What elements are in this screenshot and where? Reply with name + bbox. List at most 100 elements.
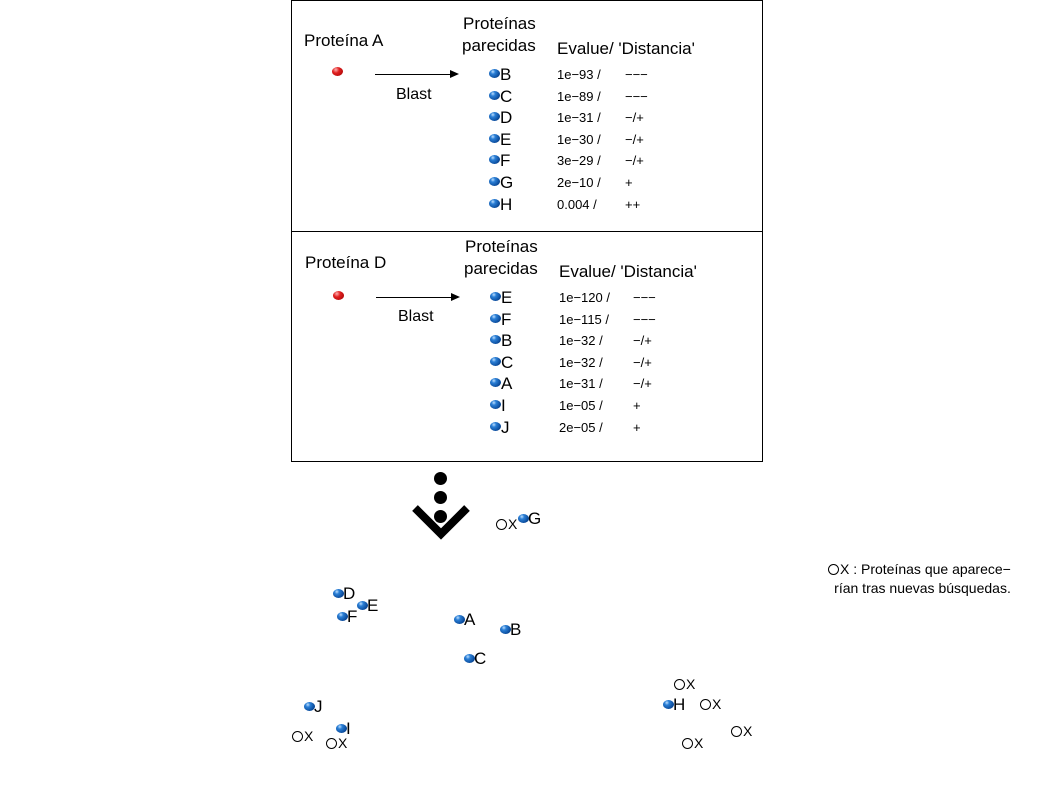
circle-icon	[674, 679, 685, 690]
evalue: 1e−05 /	[559, 398, 603, 413]
similar-protein-ball-icon	[489, 177, 500, 186]
map-protein-ball-icon	[454, 615, 465, 624]
legend: X : Proteínas que aparece− rían tras nue…	[828, 560, 1011, 598]
map-protein-ball-icon	[336, 724, 347, 733]
unknown-protein-marker: X	[731, 724, 752, 738]
unknown-protein-marker: X	[682, 736, 703, 750]
similar-protein-name: E	[500, 129, 512, 149]
unknown-protein-label: X	[508, 516, 518, 532]
similar-protein-name: F	[501, 309, 512, 329]
evalue: 1e−31 /	[557, 110, 601, 126]
similar-protein-name: H	[500, 194, 513, 214]
similar-header: Proteínas	[465, 237, 538, 256]
evalue: 1e−32 /	[559, 333, 603, 349]
map-protein-ball-icon	[304, 702, 315, 711]
unknown-protein-marker: X	[496, 517, 517, 531]
similar-protein-name: C	[500, 86, 513, 106]
unknown-protein-label: X	[743, 723, 753, 739]
distance: −−−	[633, 311, 656, 327]
similar-protein-name: F	[500, 151, 511, 171]
map-protein-label: H	[673, 695, 686, 714]
query-protein-ball-icon	[333, 291, 344, 300]
similar-protein-ball-icon	[490, 356, 501, 366]
distance: −−−	[625, 88, 648, 104]
evalue-header: Evalue/ 'Distancia'	[559, 262, 697, 281]
distance: −/+	[625, 110, 644, 126]
similar-protein-name: J	[501, 417, 510, 437]
evalue: 1e−32 /	[559, 354, 603, 370]
map-protein-label: G	[528, 509, 542, 528]
dot-icon	[434, 472, 447, 485]
dot-icon	[434, 510, 447, 523]
similar-header: parecidas	[464, 259, 538, 278]
distance: −−−	[633, 290, 656, 305]
similar-protein-ball-icon	[490, 400, 501, 409]
distance: −/+	[633, 354, 652, 370]
similar-protein-ball-icon	[490, 378, 501, 388]
map-protein-ball-icon	[333, 589, 344, 598]
similar-protein-ball-icon	[490, 313, 501, 323]
similar-protein-ball-icon	[489, 155, 500, 165]
similar-protein-ball-icon	[489, 112, 500, 122]
similar-protein-ball-icon	[490, 335, 501, 345]
evalue: 1e−115 /	[559, 311, 610, 327]
blast-arrow-icon	[375, 70, 459, 78]
unknown-protein-label: X	[304, 728, 314, 744]
distance: −/+	[625, 131, 644, 147]
unknown-protein-marker: X	[700, 697, 721, 711]
map-protein-label: J	[314, 697, 323, 716]
query-protein-label: Proteína D	[305, 253, 387, 272]
legend-line-1: X : Proteínas que aparece−	[840, 561, 1011, 577]
unknown-protein-marker: X	[326, 736, 347, 750]
circle-icon	[828, 564, 839, 575]
similar-protein-ball-icon	[489, 133, 500, 143]
blast-panel	[291, 231, 763, 462]
map-protein-label: I	[346, 719, 351, 738]
similar-header: Proteínas	[463, 14, 536, 33]
dot-icon	[434, 491, 447, 504]
map-protein-ball-icon	[337, 612, 348, 621]
distance: +	[633, 419, 641, 435]
similar-protein-ball-icon	[489, 90, 500, 100]
evalue: 3e−29 /	[557, 153, 601, 169]
unknown-protein-marker: X	[292, 729, 313, 743]
circle-icon	[496, 519, 507, 530]
query-protein-ball-icon	[332, 67, 343, 76]
map-protein-label: F	[347, 607, 358, 626]
map-protein-label: D	[343, 584, 356, 603]
evalue: 1e−120 /	[559, 290, 610, 305]
distance: +	[625, 175, 633, 190]
distance: ++	[625, 196, 641, 212]
evalue: 2e−05 /	[559, 419, 603, 435]
blast-arrow-icon	[376, 293, 460, 301]
similar-protein-name: D	[500, 108, 513, 128]
similar-header: parecidas	[462, 36, 536, 55]
distance: −/+	[633, 376, 652, 392]
map-protein-ball-icon	[518, 514, 529, 523]
map-protein-ball-icon	[357, 601, 368, 610]
map-protein-label: B	[510, 620, 522, 639]
map-protein-ball-icon	[663, 700, 674, 709]
similar-protein-name: B	[501, 331, 513, 351]
unknown-protein-label: X	[686, 676, 696, 692]
query-protein-label: Proteína A	[304, 31, 384, 50]
similar-protein-ball-icon	[490, 292, 501, 301]
blast-label: Blast	[398, 308, 434, 325]
map-protein-ball-icon	[464, 654, 475, 663]
blast-label: Blast	[396, 86, 432, 103]
circle-icon	[292, 731, 303, 742]
evalue: 1e−31 /	[559, 376, 603, 392]
similar-protein-name: C	[501, 352, 514, 372]
evalue-header: Evalue/ 'Distancia'	[557, 39, 695, 58]
map-protein-ball-icon	[500, 625, 511, 634]
evalue: 2e−10 /	[557, 175, 601, 190]
distance: −/+	[633, 333, 652, 349]
circle-icon	[700, 699, 711, 710]
evalue: 1e−30 /	[557, 131, 601, 147]
similar-protein-ball-icon	[489, 69, 500, 78]
distance: −/+	[625, 153, 644, 169]
unknown-protein-label: X	[694, 735, 704, 751]
unknown-protein-label: X	[712, 696, 722, 712]
similar-protein-name: A	[501, 374, 513, 394]
